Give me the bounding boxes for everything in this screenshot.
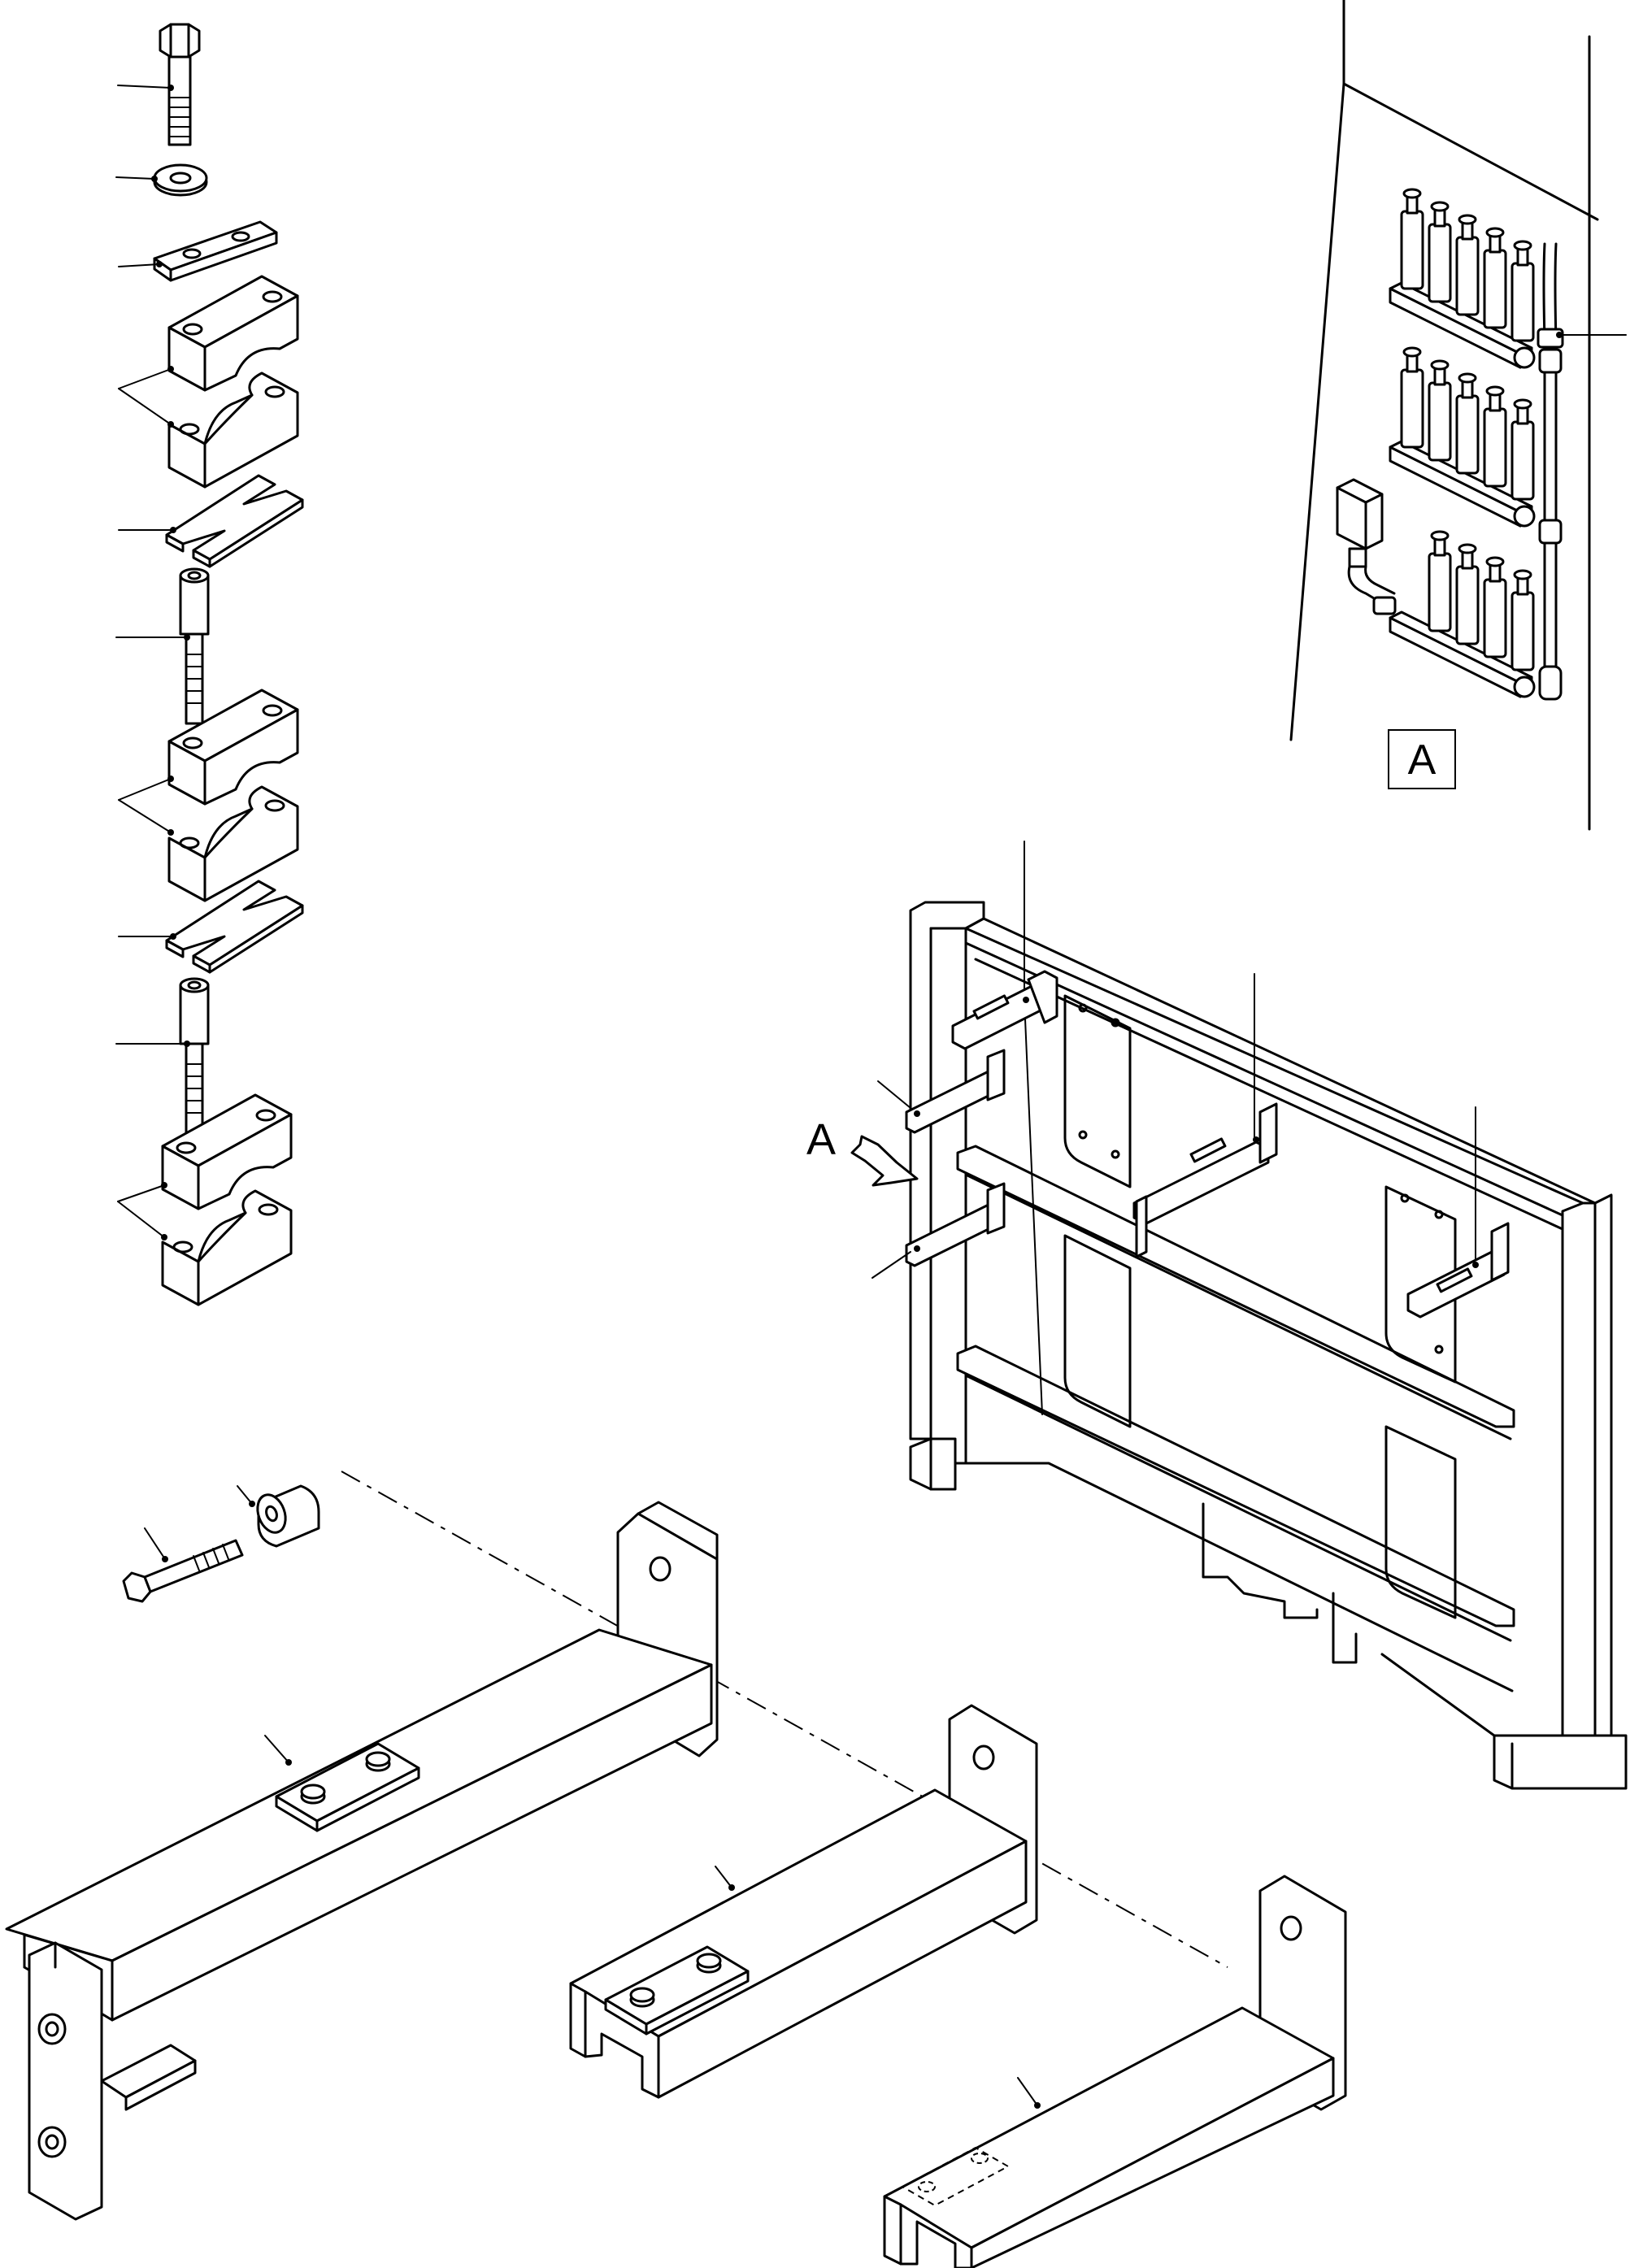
leader-line (118, 366, 174, 428)
cover-plate (153, 220, 278, 282)
leader-line (118, 933, 176, 940)
mounting-bracket (1132, 1102, 1278, 1258)
mounting-bracket (951, 970, 1058, 1050)
leader-line (118, 261, 163, 267)
pivot-pin (122, 1539, 244, 1603)
leader-line (118, 527, 176, 533)
leader-line (117, 1182, 167, 1240)
clamp-half-lower (161, 1189, 293, 1306)
clamp-half-lower (167, 785, 299, 902)
supply-pipe (1537, 242, 1564, 701)
bushing (256, 1484, 320, 1548)
assembly-centerline (341, 1471, 1228, 1968)
washer (153, 163, 208, 197)
mounting-bracket (1406, 1222, 1510, 1319)
long-support-beam (5, 1501, 719, 2221)
leader-line (115, 176, 158, 182)
socket-head-bolt (179, 567, 210, 725)
leader-line (1556, 332, 1627, 338)
pressure-switch (1336, 478, 1397, 615)
detail-tag: A (1388, 729, 1456, 789)
leader-line (144, 1485, 255, 1562)
hex-bolt (159, 23, 201, 146)
clamp-half-upper (167, 689, 299, 806)
socket-head-bolt (179, 977, 210, 1135)
view-arrow-label: A (806, 1115, 836, 1164)
mounting-bracket (905, 1182, 1006, 1267)
view-arrow-a: A (806, 1115, 919, 1187)
spacer-plate (165, 880, 304, 974)
short-support-beam (883, 1875, 1347, 2268)
clamp-stack (115, 23, 304, 1306)
distributor-block (1389, 188, 1536, 369)
main-frame-assembly: A (806, 841, 1628, 1790)
clamp-half-upper (167, 275, 299, 392)
detail-a-inset: A (1289, 0, 1627, 831)
clamp-half-upper (161, 1093, 293, 1210)
spacer-plate (165, 474, 304, 568)
leader-line (115, 634, 190, 641)
distributor-block (1389, 530, 1536, 698)
mounting-bracket (905, 1049, 1006, 1134)
leader-line (118, 776, 174, 836)
leader-line (117, 85, 174, 91)
leader-line (115, 1041, 190, 1047)
distributor-block (1389, 346, 1536, 528)
middle-support-beam (569, 1704, 1038, 2099)
clamp-half-lower (167, 371, 299, 489)
detail-tag-label: A (1408, 736, 1437, 784)
